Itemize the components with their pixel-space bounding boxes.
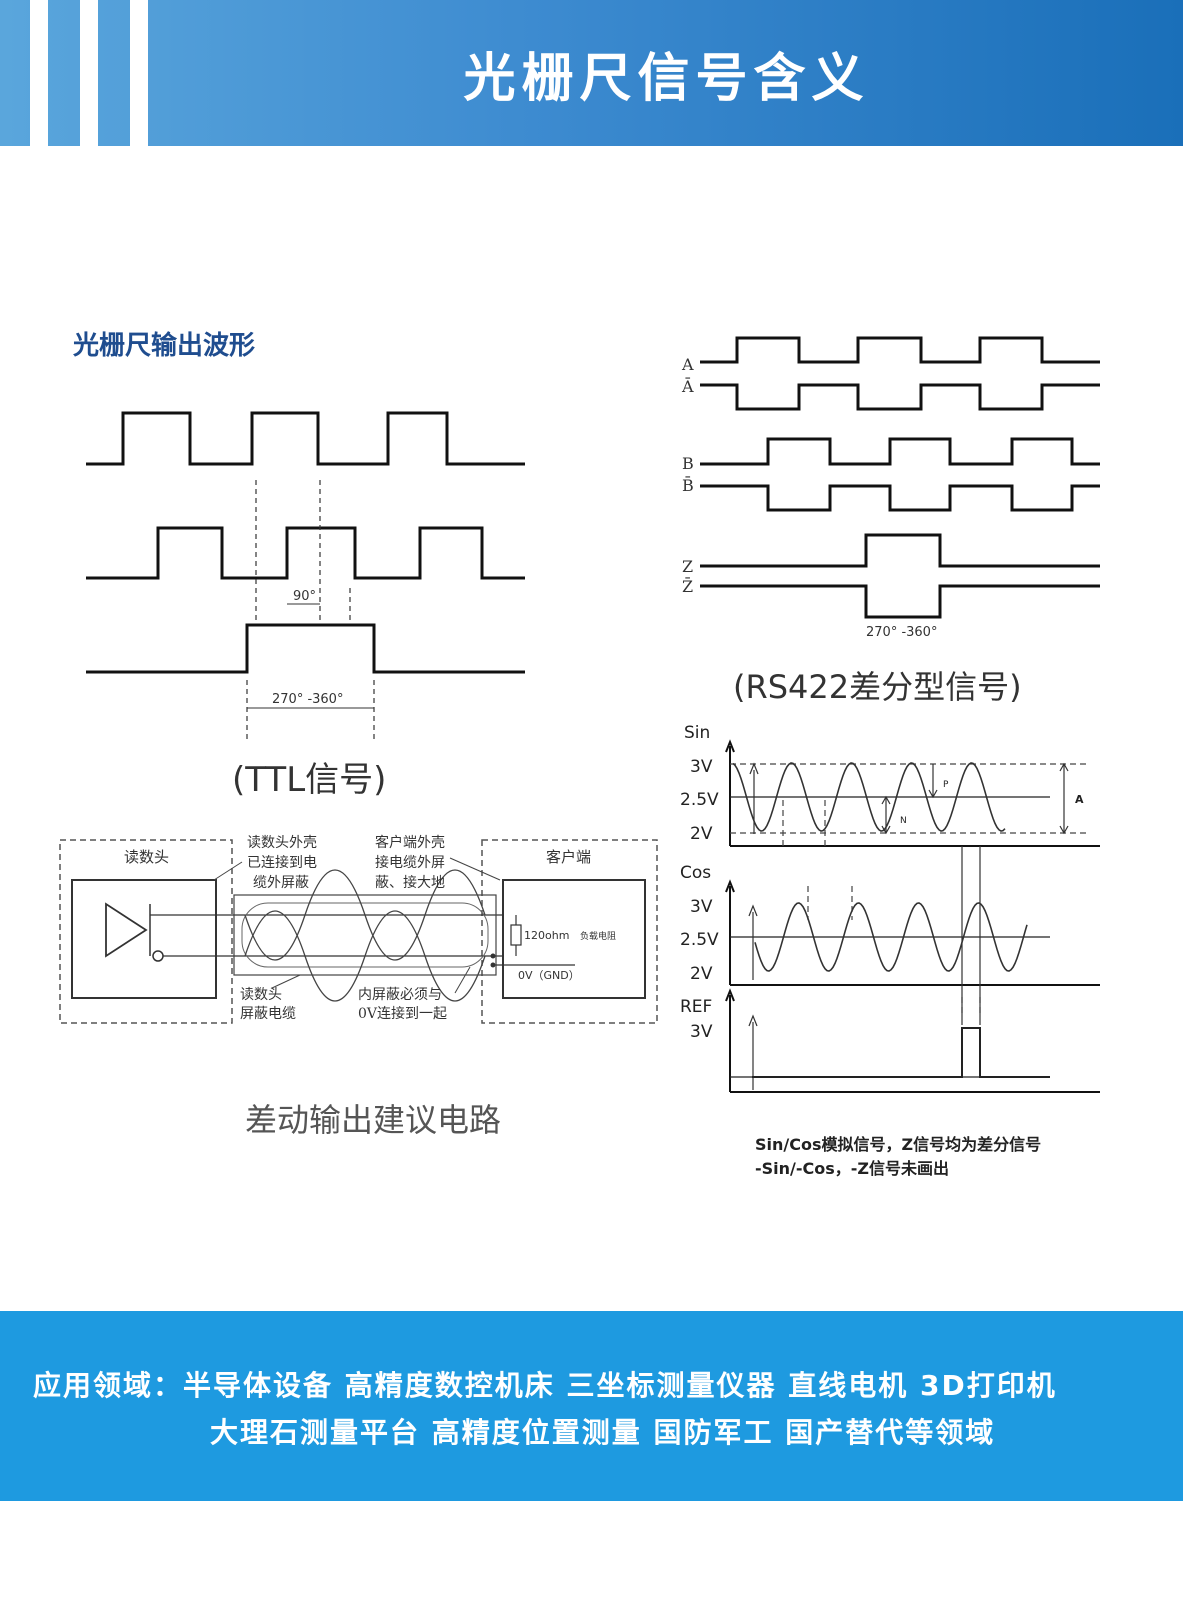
inner-shield [241, 902, 489, 968]
header-stripe [30, 0, 48, 146]
section-title: 光栅尺输出波形 [73, 331, 256, 361]
rs422-channel-z [700, 533, 1100, 568]
rs422-waveforms [700, 336, 1100, 619]
label-cos-2v: 2V [690, 964, 713, 984]
rs422-channel-a [700, 336, 1100, 364]
rs422-label-a: A [681, 355, 694, 374]
rs422-channel-b [700, 437, 1100, 466]
label-n: N [900, 816, 907, 826]
diff-circuit [59, 839, 658, 1024]
label-client: 客户端 [546, 848, 591, 866]
outer-shield [233, 894, 497, 976]
analog-note-line1: Sin/Cos模拟信号，Z信号均为差分信号 [755, 1135, 1042, 1154]
label-sin: Sin [684, 723, 710, 743]
rs422-channel-b-bar [700, 484, 1100, 512]
diff-circuit-labels: 读数头 客户端 读数头外壳 已连接到电 缆外屏蔽 客户端外壳 接电缆外屏 蔽、接… [124, 834, 616, 1022]
resistor-icon [510, 924, 522, 946]
header-banner: 光栅尺信号含义 [0, 0, 1183, 146]
label-load: 负载电阻 [580, 930, 616, 942]
footer-line1: 应用领域：半导体设备 高精度数控机床 三坐标测量仪器 直线电机 3D打印机 [33, 1369, 1057, 1402]
analog-markers [748, 762, 1069, 1090]
driver-triangle-icon [105, 902, 148, 958]
ttl-channel-a [86, 411, 525, 466]
label-a: A [1075, 793, 1084, 806]
label-gnd: 0V（GND） [518, 969, 580, 982]
note-client-line2: 接电缆外屏 [375, 854, 445, 871]
note-head-line3: 缆外屏蔽 [253, 875, 309, 891]
analog-axes [725, 739, 1100, 1093]
cable-line1: 读数头 [240, 986, 282, 1003]
rs422-label-z-bar: Z̄ [682, 575, 693, 596]
label-sin-3v: 3V [690, 757, 713, 777]
ttl-waveforms [86, 411, 525, 674]
rs422-label-b-bar: B̄ [682, 474, 694, 495]
ttl-label-phase: 270° -360° [272, 692, 343, 707]
ref-pulse [752, 1027, 1050, 1078]
label-sin-2v: 2V [690, 824, 713, 844]
rs422-label-z: Z [682, 557, 693, 576]
diff-circuit-caption: 差动输出建议电路 [245, 1101, 502, 1139]
label-cos: Cos [680, 863, 711, 883]
ttl-guides [246, 480, 375, 740]
ttl-caption: (TTL信号) [232, 760, 387, 800]
note-client-line1: 客户端外壳 [375, 834, 445, 851]
label-p: P [943, 780, 949, 790]
label-ref-3v: 3V [690, 1022, 713, 1042]
note-head-line2: 已连接到电 [247, 854, 317, 871]
rs422-labels: A Ā B B̄ Z Z̄ [681, 355, 694, 596]
ttl-dimension-lines [247, 603, 374, 709]
analog-note: Sin/Cos模拟信号，Z信号均为差分信号 -Sin/-Cos，-Z信号未画出 [755, 1133, 1041, 1181]
cable-line2: 屏蔽电缆 [240, 1006, 296, 1022]
page-title: 光栅尺信号含义 [463, 48, 870, 109]
header-stripe [130, 0, 148, 146]
label-resistor: 120ohm [524, 929, 569, 942]
analog-midlines [730, 796, 1050, 1078]
rs422-label-phase: 270° -360° [866, 625, 937, 640]
read-head-dashed-box [59, 839, 233, 1024]
analog-dashed-guides [730, 763, 1090, 1014]
rs422-label-b: B [682, 454, 694, 473]
client-dashed-box [481, 839, 658, 1024]
analog-labels: Sin 3V 2.5V 2V Cos 3V 2.5V 2V REF 3V P N… [680, 723, 1084, 1042]
analog-note-line2: -Sin/-Cos，-Z信号未画出 [755, 1159, 950, 1178]
inner-line1: 内屏蔽必须与 [358, 987, 442, 1003]
header-stripe [80, 0, 98, 146]
client-box [502, 879, 646, 999]
inner-line2: 0V连接到一起 [358, 1005, 447, 1022]
label-cos-25v: 2.5V [680, 930, 719, 950]
cos-waveform [754, 902, 1028, 972]
label-ref: REF [680, 997, 712, 1017]
label-sin-25v: 2.5V [680, 790, 719, 810]
ttl-label-90: 90° [293, 589, 316, 604]
rs422-channel-z-bar [700, 584, 1100, 619]
footer-banner: 应用领域：半导体设备 高精度数控机床 三坐标测量仪器 直线电机 3D打印机 大理… [0, 1311, 1183, 1501]
footer-line2: 大理石测量平台 高精度位置测量 国防军工 国产替代等领域 [210, 1416, 996, 1449]
label-read-head: 读数头 [124, 848, 169, 866]
note-head-line1: 读数头外壳 [247, 834, 317, 851]
read-head-box [71, 879, 217, 999]
ttl-channel-z [86, 623, 525, 674]
label-cos-3v: 3V [690, 897, 713, 917]
rs422-label-a-bar: Ā [681, 376, 694, 396]
rs422-caption: (RS422差分型信号) [733, 668, 1022, 706]
rs422-channel-a-bar [700, 383, 1100, 411]
sin-waveform [732, 762, 1006, 832]
ttl-channel-b [86, 526, 525, 580]
note-client-line3: 蔽、接大地 [375, 874, 445, 891]
